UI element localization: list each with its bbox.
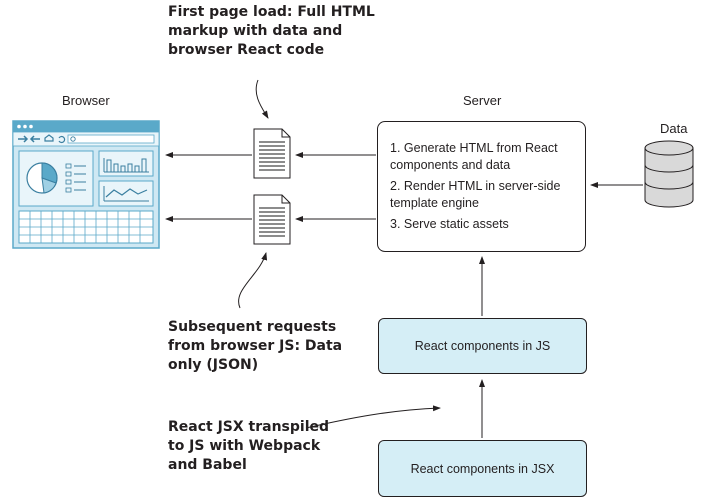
data-label: Data (660, 121, 688, 136)
browser-window-icon (12, 120, 160, 249)
database-icon (644, 140, 694, 208)
html-document-icon (253, 128, 291, 179)
json-document-icon (253, 194, 291, 245)
callout-subsequent (238, 252, 268, 309)
server-step-serve: 3. Serve static assets (390, 217, 509, 231)
first-load-note: First page load: Full HTML markup with d… (168, 4, 375, 58)
react-components-js-box: React components in JS (378, 318, 587, 374)
transpile-note: React JSX transpiled to JS with Webpack … (168, 419, 330, 473)
server-step-generate: 1. Generate HTML from React components a… (390, 141, 558, 172)
subsequent-requests-note: Subsequent requests from browser JS: Dat… (168, 319, 343, 373)
react-components-jsx-box: React components in JSX (378, 440, 587, 497)
callout-first-load (255, 79, 269, 119)
react-components-js-label: React components in JS (414, 339, 551, 353)
server-label: Server (463, 93, 502, 108)
server-step-render: 2. Render HTML in server-side template e… (390, 179, 561, 210)
browser-label: Browser (62, 93, 110, 108)
react-components-jsx-label: React components in JSX (410, 461, 555, 476)
server-box: 1. Generate HTML from React components a… (377, 121, 586, 252)
callout-transpiled (305, 405, 441, 429)
